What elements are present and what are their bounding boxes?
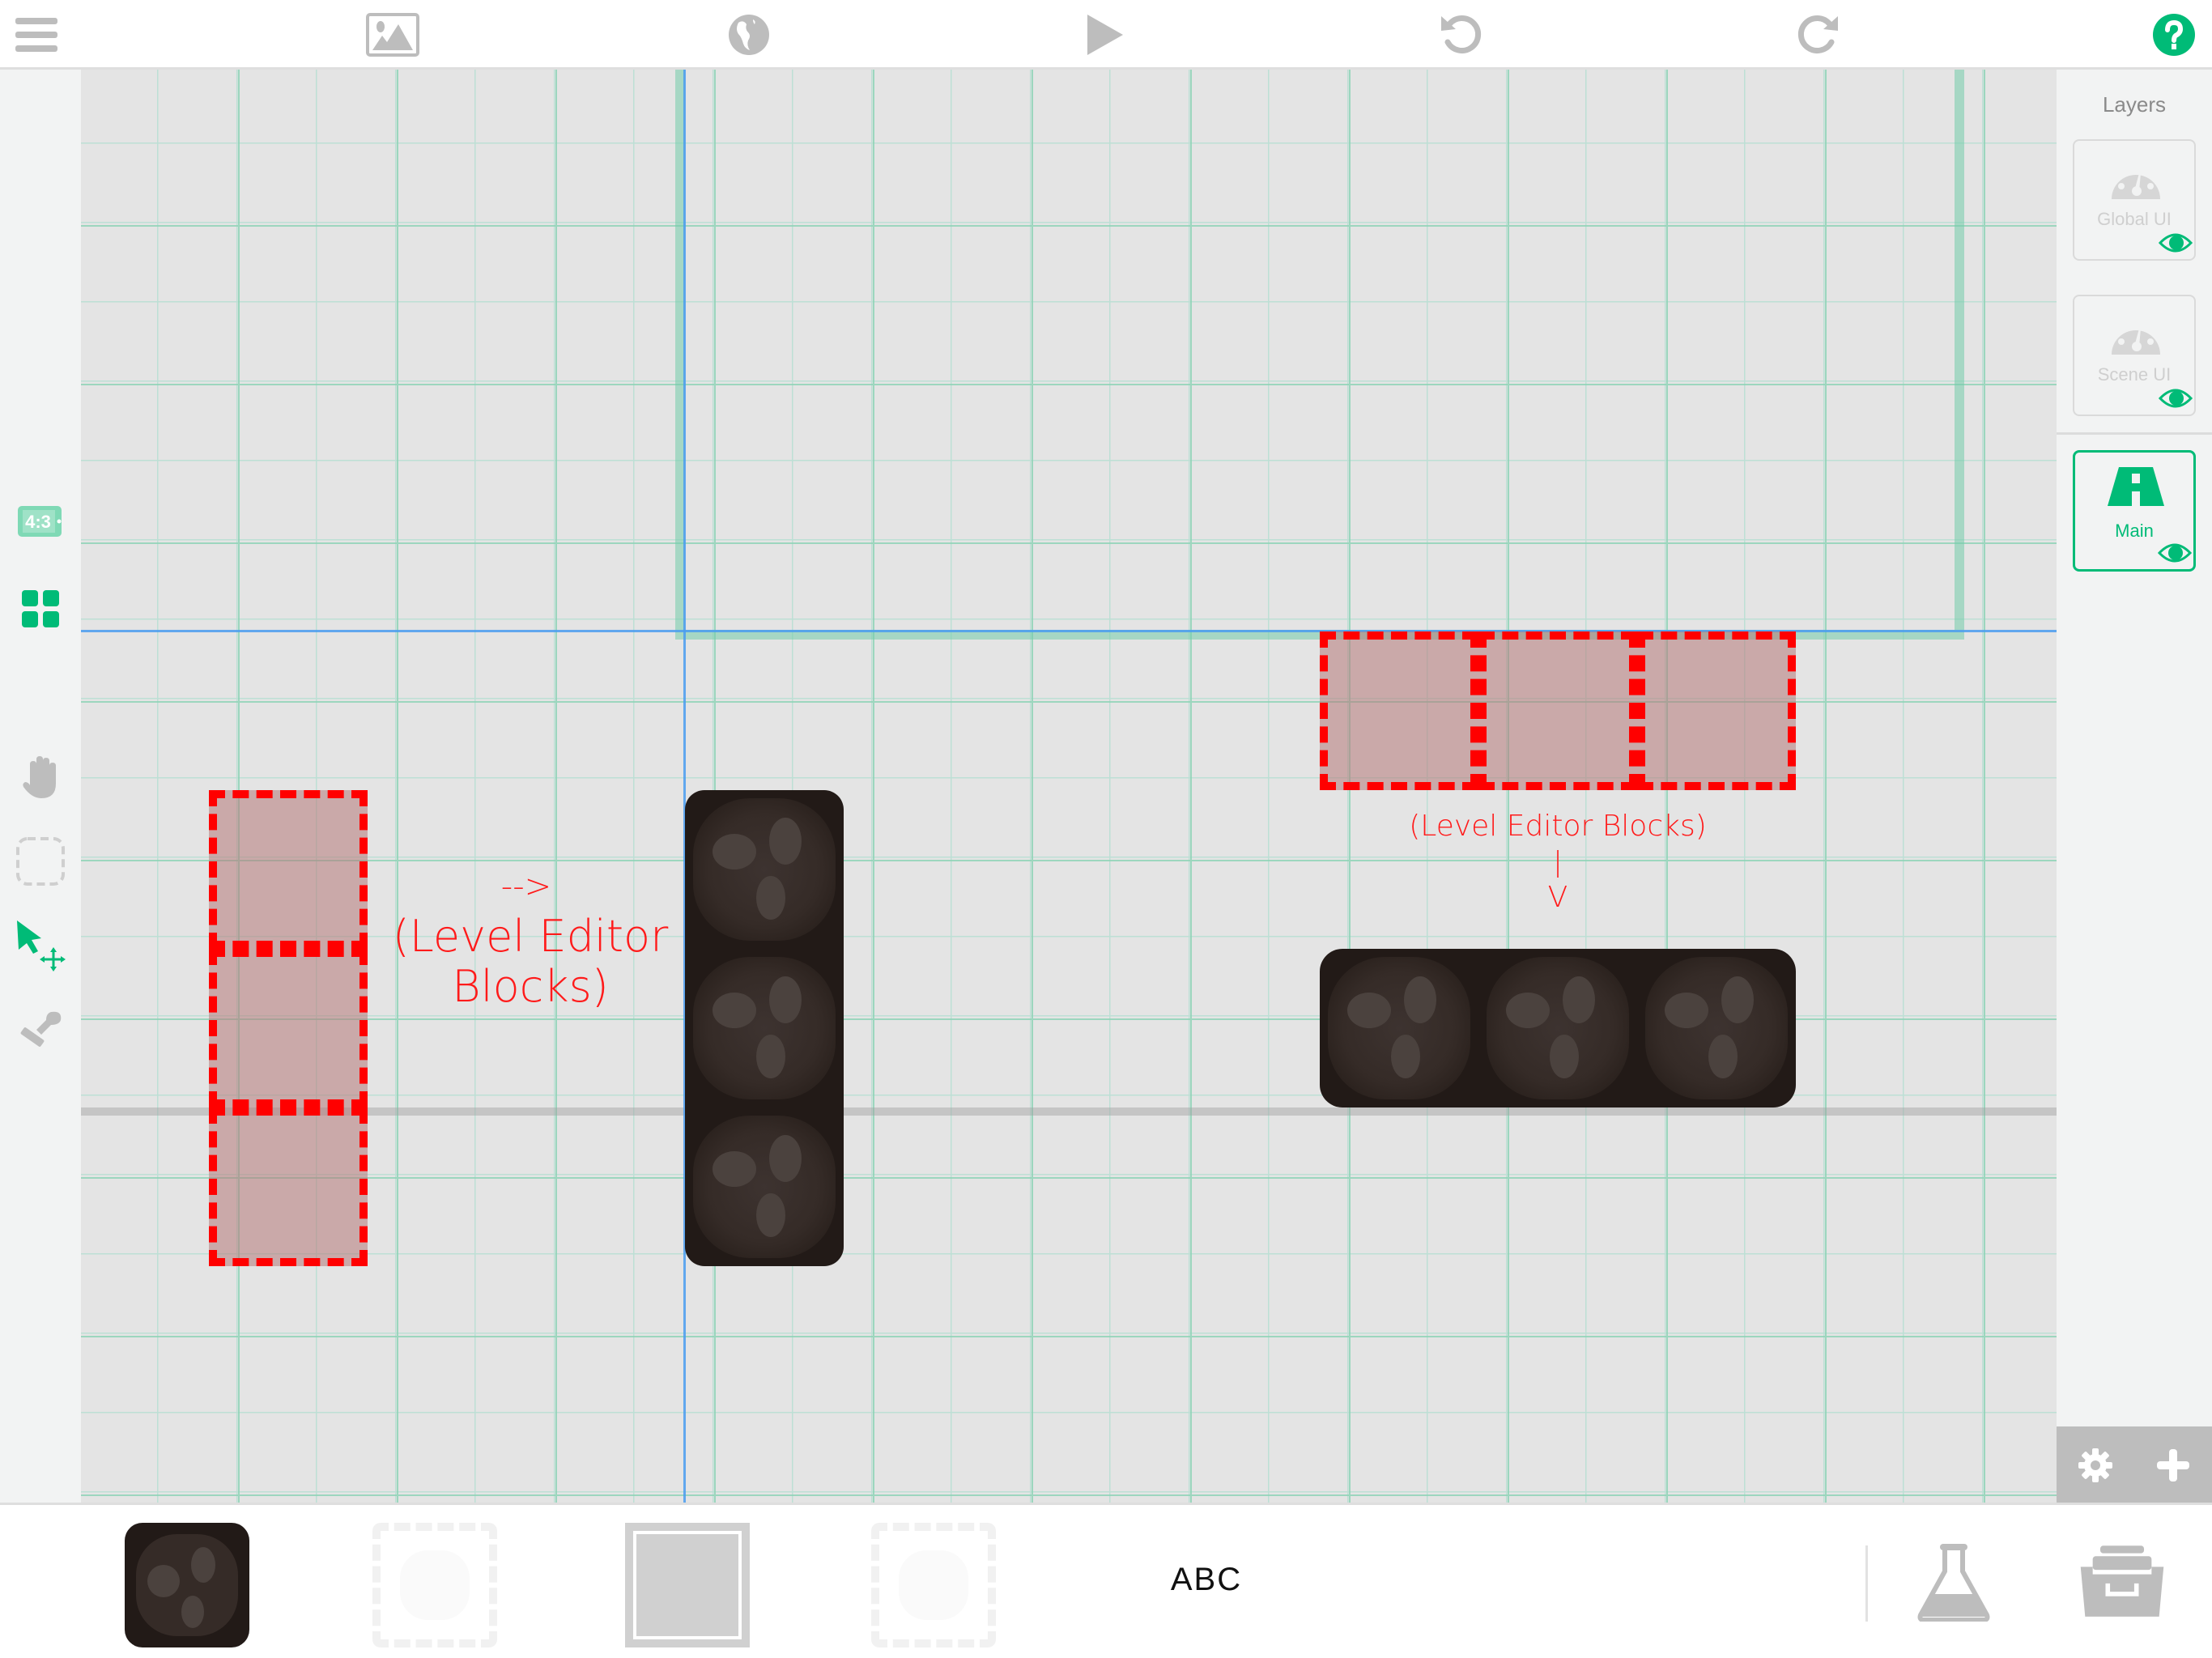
archive-icon — [2080, 1545, 2164, 1617]
grid-tiles-icon — [22, 590, 59, 627]
hand-icon — [23, 756, 56, 798]
redo-icon — [1797, 15, 1838, 53]
select-move-button[interactable] — [11, 916, 70, 975]
road-icon — [2108, 467, 2164, 506]
palette-empty-block[interactable] — [372, 1523, 497, 1647]
rock-block-column[interactable] — [685, 790, 844, 1266]
annotation-arrow-stem: | — [1553, 846, 1563, 878]
play-button[interactable] — [1078, 8, 1132, 62]
level-editor-block-placeholder[interactable] — [209, 790, 368, 949]
grid-snap-button[interactable] — [11, 580, 70, 638]
dashed-selection-icon — [16, 837, 65, 886]
rock-block[interactable] — [1478, 949, 1637, 1107]
annotation-arrow-right: --> — [500, 868, 552, 905]
level-editor-block-placeholder[interactable] — [1478, 631, 1637, 790]
image-icon — [366, 13, 419, 57]
add-layer-button[interactable] — [2154, 1446, 2193, 1485]
rock-block[interactable] — [685, 1107, 844, 1266]
gear-icon — [2078, 1448, 2112, 1482]
undo-button[interactable] — [1435, 8, 1488, 62]
layers-panel: Layers Global UI Scen — [2057, 70, 2212, 1503]
stamp-icon — [20, 1011, 62, 1047]
stamp-button[interactable] — [11, 1001, 70, 1059]
origin-axis-vertical — [683, 70, 686, 1503]
layer-scene-ui[interactable]: Scene UI — [2073, 295, 2196, 416]
level-editor-block-placeholder[interactable] — [209, 949, 368, 1107]
palette-rock-block[interactable] — [125, 1523, 249, 1647]
layers-divider — [2057, 432, 2212, 435]
annotation-level-editor-blocks-right: (Level Editor Blocks) — [1409, 810, 1707, 843]
undo-icon — [1441, 15, 1482, 53]
level-editor-block-placeholder[interactable] — [209, 1107, 368, 1266]
layer-label: Scene UI — [2097, 364, 2172, 385]
camera-viewport-frame[interactable] — [675, 70, 1964, 640]
help-button[interactable] — [2147, 8, 2201, 62]
bottom-palette-bar: ABC — [0, 1503, 2212, 1658]
rock-block[interactable] — [1637, 949, 1796, 1107]
tablet-aspect-icon: 4:3 — [18, 506, 62, 537]
level-canvas[interactable]: --> (Level Editor Blocks) — [81, 70, 2057, 1503]
rock-block-row[interactable] — [1320, 949, 1796, 1107]
bottom-divider — [1865, 1545, 1868, 1622]
test-flask-button[interactable] — [1909, 1537, 1998, 1626]
origin-axis-horizontal — [81, 630, 2057, 632]
level-editor-block-placeholder[interactable] — [1320, 631, 1478, 790]
layer-global-ui[interactable]: Global UI — [2073, 139, 2196, 261]
image-button[interactable] — [366, 8, 419, 62]
redo-button[interactable] — [1791, 8, 1844, 62]
ground-line — [81, 1107, 2057, 1116]
palette-gray-block[interactable] — [625, 1523, 750, 1647]
left-toolbar: 4:3 — [0, 70, 81, 1503]
top-toolbar — [0, 0, 2212, 70]
visibility-eye-icon[interactable] — [2159, 232, 2193, 254]
marquee-select-button[interactable] — [11, 832, 70, 891]
text-tool-button[interactable]: ABC — [1170, 1562, 1243, 1597]
visibility-eye-icon[interactable] — [2158, 542, 2192, 564]
palette-empty-block[interactable] — [871, 1523, 996, 1647]
layer-settings-button[interactable] — [2076, 1446, 2115, 1485]
level-editor-block-placeholder[interactable] — [1637, 631, 1796, 790]
globe-button[interactable] — [722, 8, 776, 62]
plus-icon — [2157, 1449, 2189, 1482]
layer-label: Main — [2115, 521, 2154, 541]
visibility-eye-icon[interactable] — [2159, 387, 2193, 410]
rock-block[interactable] — [685, 790, 844, 949]
menu-button[interactable] — [10, 8, 63, 62]
flask-icon — [1917, 1544, 1990, 1622]
rock-block[interactable] — [1320, 949, 1478, 1107]
annotation-level-editor-blocks: (Level Editor Blocks) — [392, 911, 669, 1013]
layers-title: Layers — [2102, 92, 2167, 117]
layer-main[interactable]: Main — [2073, 450, 2196, 572]
dashboard-gauge-icon — [2112, 164, 2160, 199]
annotation-arrow-head: V — [1547, 881, 1568, 914]
layers-actions-bar — [2057, 1426, 2212, 1503]
hamburger-menu-icon — [15, 18, 57, 52]
play-icon — [1087, 15, 1123, 55]
pan-hand-button[interactable] — [11, 748, 70, 806]
layer-label: Global UI — [2097, 209, 2172, 229]
cursor-move-icon — [17, 920, 66, 971]
aspect-ratio-button[interactable]: 4:3 — [11, 492, 70, 551]
archive-button[interactable] — [2078, 1537, 2167, 1626]
aspect-ratio-label: 4:3 — [25, 512, 51, 532]
dashboard-gauge-icon — [2112, 319, 2160, 355]
help-icon — [2153, 14, 2195, 56]
globe-icon — [729, 15, 769, 55]
rock-block[interactable] — [685, 949, 844, 1107]
